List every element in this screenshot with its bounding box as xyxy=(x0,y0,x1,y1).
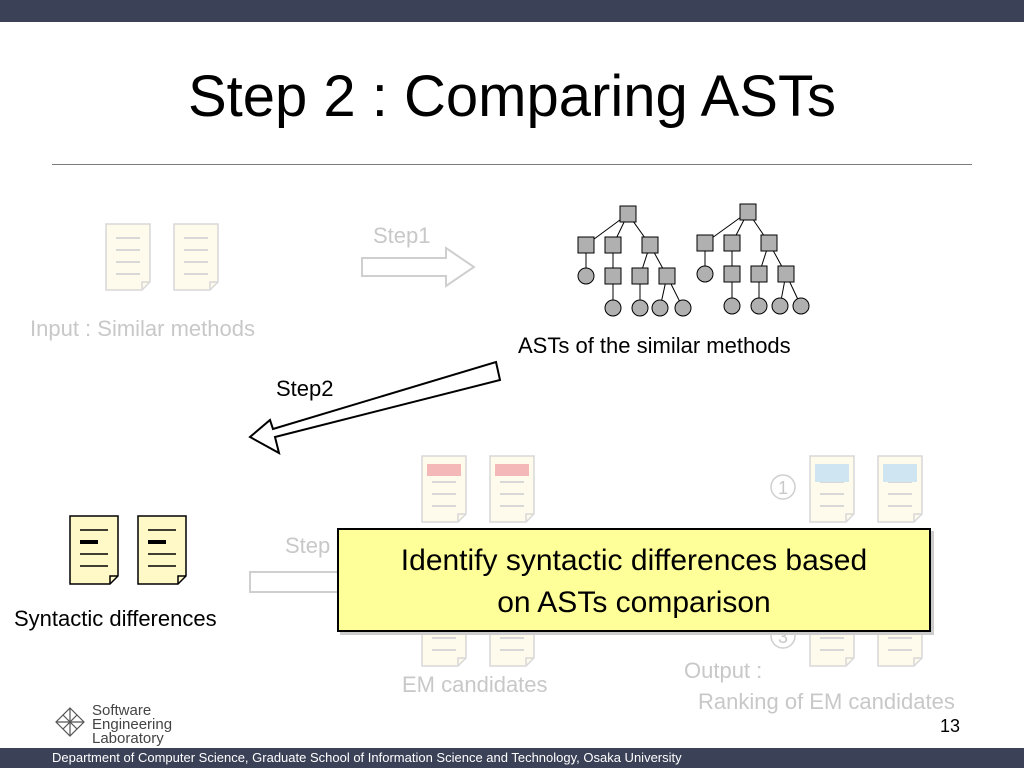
slide-title: Step 2 : Comparing ASTs xyxy=(188,64,836,129)
output-label-line2: Ranking of EM candidates xyxy=(698,689,955,714)
step3-arrow xyxy=(249,571,345,593)
rank-1-circle xyxy=(770,474,796,500)
em-candidates-label: EM candidates xyxy=(402,672,548,697)
rank-3-text: 3 xyxy=(778,627,788,647)
lab-logo-text: Software Engineering Laboratory xyxy=(92,702,173,747)
input-label: Input : Similar methods xyxy=(30,316,255,341)
step2-arrow xyxy=(248,360,502,455)
output-label-line1: Output : xyxy=(684,658,763,683)
title-divider xyxy=(52,164,972,165)
input-doc-2 xyxy=(173,223,219,291)
step3-label: Step xyxy=(285,533,331,558)
logo-line-3: Laboratory xyxy=(92,730,164,747)
step2-label: Step2 xyxy=(276,376,334,401)
rank-1-text: 1 xyxy=(778,478,788,498)
department-text: Department of Computer Science, Graduate… xyxy=(52,750,682,765)
output-doc-1 xyxy=(809,455,855,523)
callout-line-1: Identify syntactic differences based xyxy=(400,544,868,577)
logo-line-2: Engineering xyxy=(92,716,173,733)
ast-tree-2 xyxy=(696,203,810,315)
syntactic-doc-1 xyxy=(68,514,120,586)
input-doc-1 xyxy=(105,223,151,291)
footer-bar: Department of Computer Science, Graduate… xyxy=(0,748,1024,768)
syntactic-doc-2 xyxy=(136,514,188,586)
top-bar xyxy=(0,0,1024,22)
logo-line-1: Software xyxy=(92,702,152,719)
em-doc-1 xyxy=(421,455,467,523)
asts-label: ASTs of the similar methods xyxy=(518,333,791,358)
output-doc-2 xyxy=(877,455,923,523)
page-number: 13 xyxy=(940,716,961,736)
callout-box: Identify syntactic differences based on … xyxy=(337,528,931,632)
syntactic-label: Syntactic differences xyxy=(14,606,217,631)
lab-logo-icon xyxy=(55,707,85,737)
step1-arrow xyxy=(361,246,476,288)
step1-label: Step1 xyxy=(373,223,431,248)
callout-line-2: on ASTs comparison xyxy=(497,586,771,619)
em-doc-2 xyxy=(489,455,535,523)
ast-tree-1 xyxy=(577,205,692,317)
